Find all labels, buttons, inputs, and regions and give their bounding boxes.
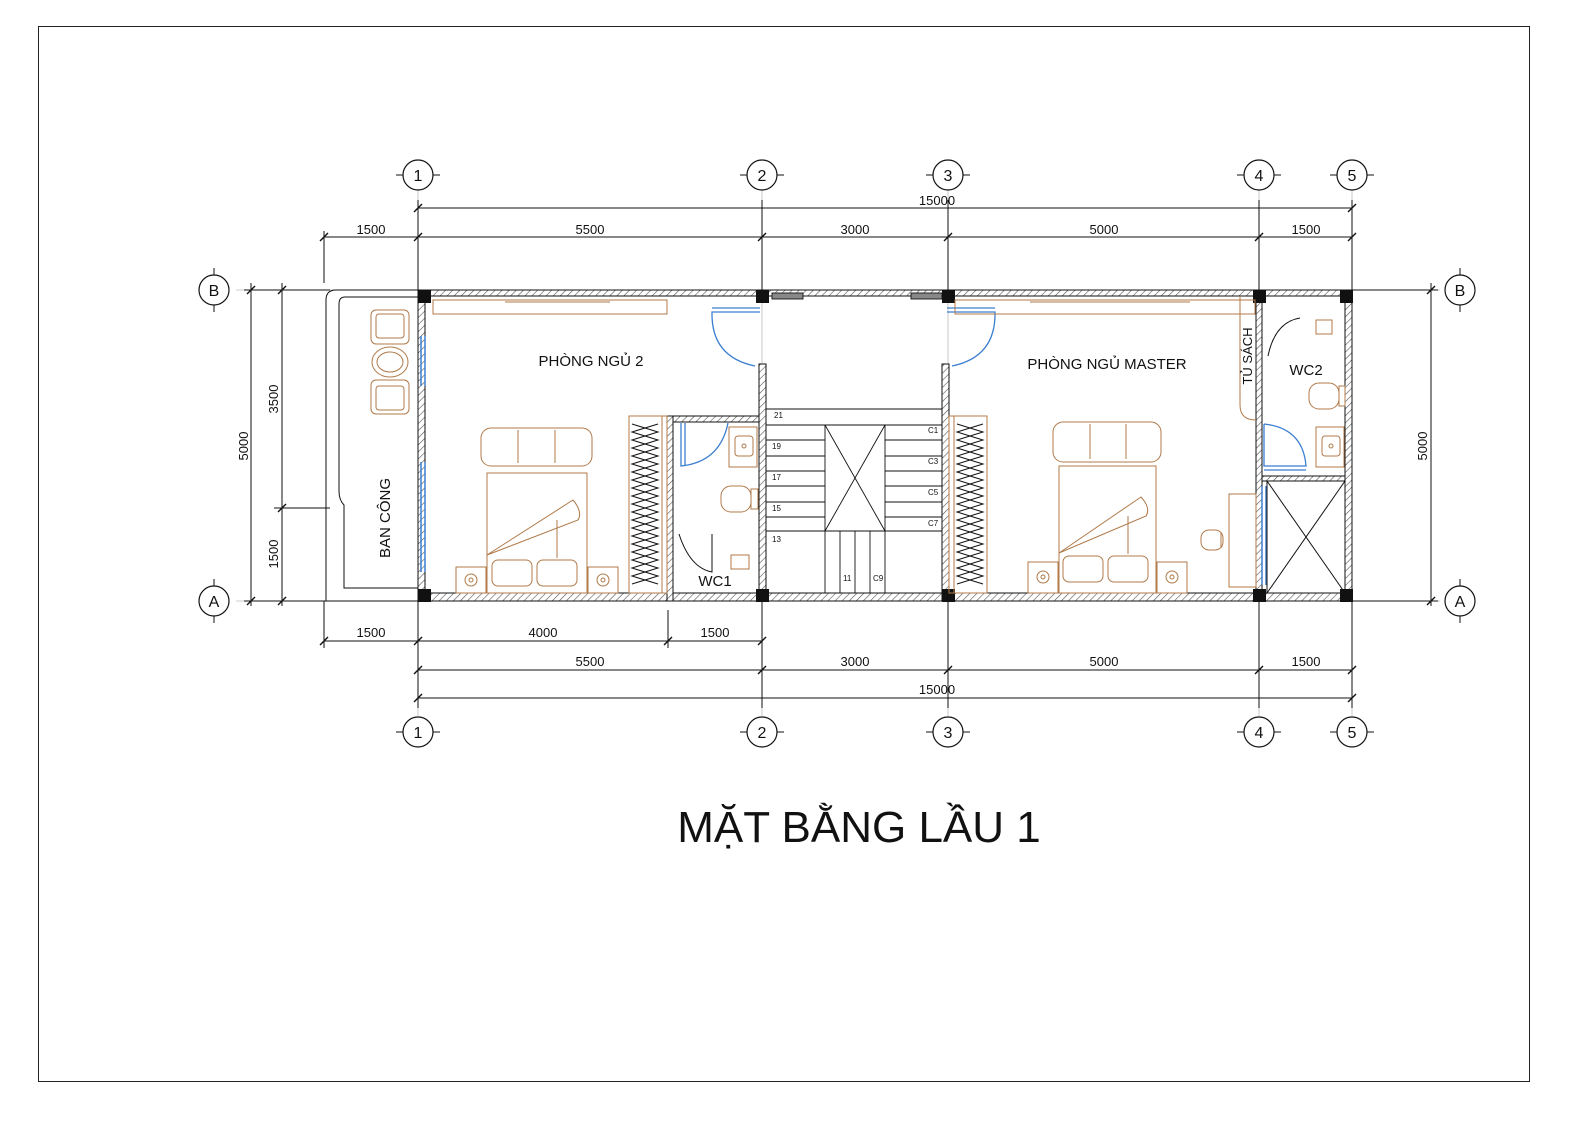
stair-step-c3: C3 [928,457,939,466]
grid-label-bottom-3: 3 [944,725,953,742]
room-label-balcony: BAN CÔNG [377,478,394,558]
grid-label-top-1: 1 [414,168,423,185]
dim-top-4: 5000 [1090,222,1119,237]
dim-left-overall: 5000 [236,432,251,461]
dim-bottom-detail-2: 4000 [529,625,558,640]
grid-bubble-ticks [213,174,1461,733]
grid-label-top-2: 2 [758,168,767,185]
stair-step-c9: C9 [873,574,884,583]
stair-step-c1: C1 [928,426,939,435]
stair-step-c7: C7 [928,519,939,528]
stair [766,292,943,593]
grid-label-bottom-2: 2 [758,725,767,742]
stair-step-15: 15 [772,504,781,513]
closet-hangers [630,423,985,585]
grid-label-left-b: B [209,283,220,300]
grid-label-top-3: 3 [944,168,953,185]
stair-step-c5: C5 [928,488,939,497]
dim-bottom-3: 5000 [1090,654,1119,669]
room-label-wc1: WC1 [698,573,731,590]
dim-bottom-4: 1500 [1292,654,1321,669]
dim-left-upper: 3500 [266,385,281,414]
dim-top-3: 3000 [841,222,870,237]
dim-right-overall: 5000 [1415,432,1430,461]
grid-label-bottom-1: 1 [414,725,423,742]
dim-top-1: 1500 [357,222,386,237]
stair-step-13: 13 [772,535,781,544]
room-label-bookshelf: TỦ SÁCH [1240,327,1255,384]
grid-bubbles [198,159,1476,748]
dim-bottom-total: 15000 [919,682,955,697]
dim-bottom-detail-1: 1500 [357,625,386,640]
dim-bottom-detail-3: 1500 [701,625,730,640]
dimension-lines [244,200,1438,708]
shower-area [1266,480,1346,594]
furniture [370,296,1346,594]
walls [417,289,1353,602]
dim-top-5: 1500 [1292,222,1321,237]
doors [680,307,1307,471]
room-label-master: PHÒNG NGỦ MASTER [1027,355,1186,373]
drawing-title: MẶT BẰNG LẦU 1 [677,802,1041,852]
stair-step-17: 17 [772,473,781,482]
dim-top-2: 5500 [576,222,605,237]
sheet-frame [38,26,1530,1082]
windows [420,336,1267,585]
dim-top-total: 15000 [919,193,955,208]
grid-label-bottom-4: 4 [1255,725,1264,742]
room-label-bedroom2: PHÒNG NGỦ 2 [538,352,643,370]
balcony-railing [325,289,418,602]
room-label-wc2: WC2 [1289,362,1322,379]
door-swings-black [678,317,1301,573]
dim-bottom-1: 5500 [576,654,605,669]
grid-label-top-5: 5 [1348,168,1357,185]
stair-step-11: 11 [843,574,852,583]
dim-bottom-2: 3000 [841,654,870,669]
grid-label-right-a: A [1455,594,1466,611]
grid-label-bottom-5: 5 [1348,725,1357,742]
grid-label-right-b: B [1455,283,1466,300]
stair-step-21: 21 [774,411,783,420]
dim-left-lower: 1500 [266,540,281,569]
dimension-ticks [246,203,1436,703]
grid-label-left-a: A [209,594,220,611]
grid-label-top-4: 4 [1255,168,1264,185]
stair-step-19: 19 [772,442,781,451]
